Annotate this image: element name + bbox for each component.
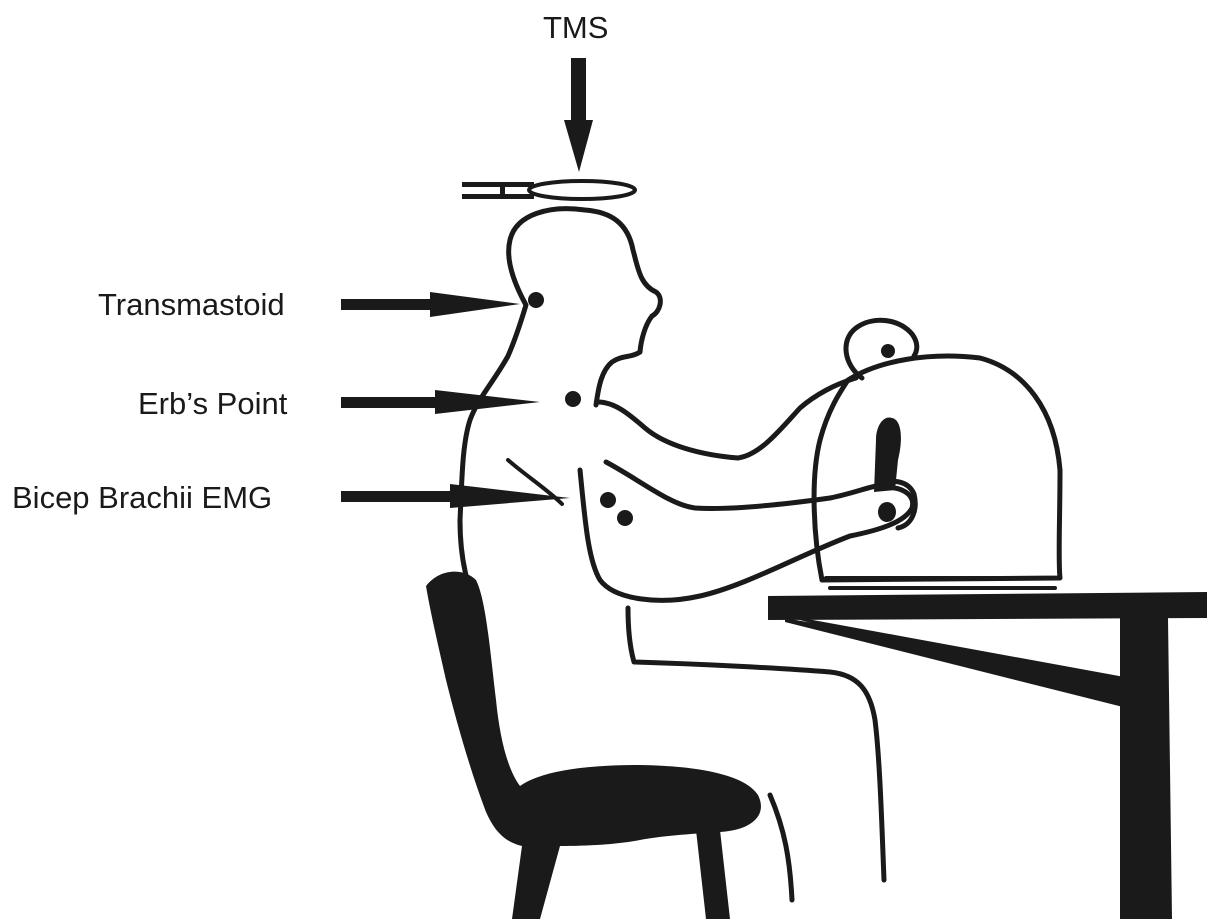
bicep-emg-electrode-1: [600, 492, 616, 508]
table-silhouette: [768, 592, 1207, 919]
tms-coil-icon: [462, 181, 635, 199]
bicep-brachii-emg-label: Bicep Brachii EMG: [12, 482, 272, 513]
manipulandum-dome-device: [814, 320, 1060, 588]
erbs-point-arrow: [341, 390, 540, 414]
tms-label: TMS: [543, 12, 608, 43]
chair-silhouette: [426, 572, 761, 919]
bicep-emg-arrow: [341, 484, 570, 508]
erbs-point-label: Erb’s Point: [138, 388, 287, 419]
transmastoid-arrow: [341, 292, 520, 317]
transmastoid-electrode: [528, 292, 544, 308]
bicep-emg-electrode-2: [617, 510, 633, 526]
transmastoid-label: Transmastoid: [98, 289, 285, 320]
erbs-point-electrode: [565, 391, 581, 407]
tms-arrow: [564, 58, 593, 172]
